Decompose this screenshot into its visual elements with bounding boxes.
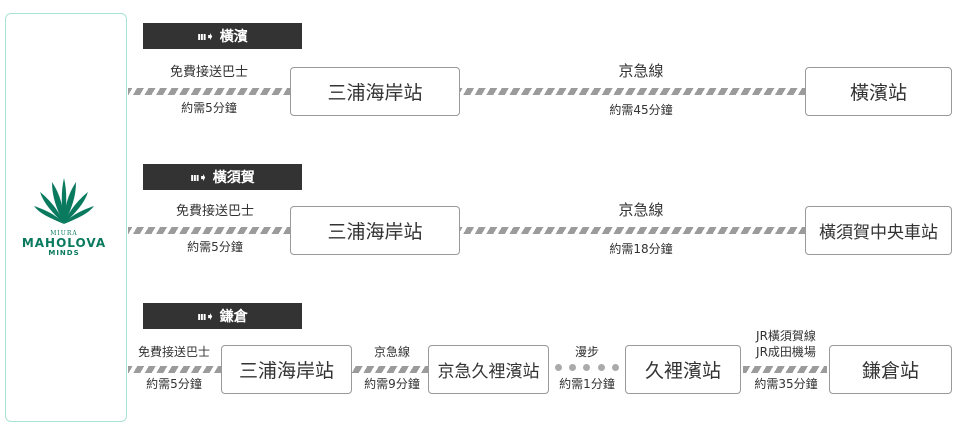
transport-label: 京急線 xyxy=(618,62,664,80)
transport-label: 免費接送巴士 xyxy=(169,65,249,80)
arrow-right-icon: ııı➧ xyxy=(190,170,208,184)
transport-label: JR成田機場 xyxy=(756,345,816,359)
station-box: 鎌倉站 xyxy=(829,345,952,394)
duration-label: 約需18分鐘 xyxy=(609,242,673,256)
train-line xyxy=(460,88,805,95)
duration-label: 約需5分鐘 xyxy=(181,101,237,115)
transport-label: JR橫須賀線 xyxy=(756,329,816,343)
duration-label: 約需5分鐘 xyxy=(146,377,202,391)
logo-panel xyxy=(5,13,127,422)
transport-label: 漫步 xyxy=(574,345,600,359)
arrow-right-icon: ııı➧ xyxy=(197,309,215,323)
transport-label: 免費接送巴士 xyxy=(175,204,255,219)
route-header-yokosuka: ııı➧橫須賀 xyxy=(143,164,302,190)
station-box: 橫須賀中央車站 xyxy=(805,206,952,255)
bus-line xyxy=(128,366,221,373)
station-box: 三浦海岸站 xyxy=(221,345,352,394)
station-box: 橫濱站 xyxy=(805,67,952,116)
station-box: 三浦海岸站 xyxy=(290,67,460,116)
duration-label: 約需5分鐘 xyxy=(187,240,243,254)
duration-label: 約需9分鐘 xyxy=(364,377,420,391)
transport-label: 免費接送巴士 xyxy=(137,345,211,359)
bus-line xyxy=(128,227,290,234)
train-line xyxy=(460,227,805,234)
duration-label: 約需1分鐘 xyxy=(559,377,615,391)
train-line xyxy=(743,366,827,373)
transport-label: 京急線 xyxy=(373,345,411,359)
station-box: 三浦海岸站 xyxy=(290,206,460,255)
arrow-right-icon: ııı➧ xyxy=(197,29,215,43)
train-line xyxy=(352,366,428,373)
route-header-kamakura: ııı➧鎌倉 xyxy=(143,303,302,329)
duration-label: 約需35分鐘 xyxy=(754,377,818,391)
walk-line xyxy=(551,363,623,371)
duration-label: 約需45分鐘 xyxy=(609,103,673,117)
palm-leaf-icon xyxy=(34,178,94,224)
route-header-yokohama: ııı➧橫濱 xyxy=(143,23,302,49)
bus-line xyxy=(128,88,290,95)
transport-label: 京急線 xyxy=(618,201,664,219)
station-box: 久裡濱站 xyxy=(625,345,741,394)
logo: MIURA MAHOLOVA MINDS xyxy=(14,176,114,257)
station-box: 京急久裡濱站 xyxy=(428,345,549,394)
